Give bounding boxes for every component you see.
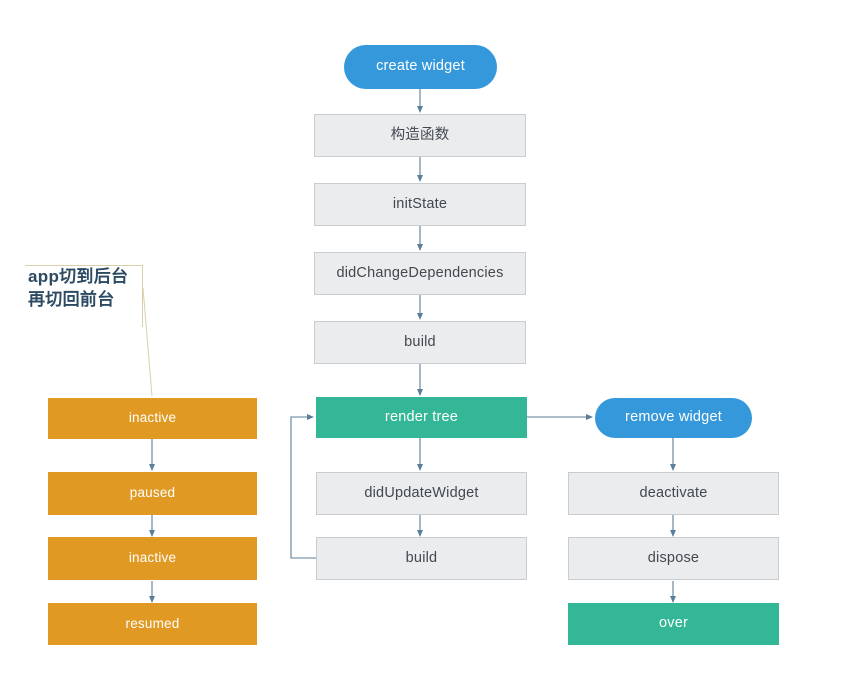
node-inactive-1[interactable]: inactive [48, 398, 257, 439]
node-render-tree-label: render tree [384, 408, 459, 425]
node-inactive-1-label: inactive [128, 410, 177, 426]
node-create-widget[interactable]: create widget [344, 45, 497, 89]
node-inactive-2[interactable]: inactive [48, 537, 257, 580]
node-create-widget-label: create widget [376, 58, 465, 75]
node-over-label: over [658, 615, 688, 632]
node-build-main[interactable]: build [314, 321, 526, 364]
node-build-loop[interactable]: build [316, 537, 527, 580]
node-dispose-label: dispose [647, 549, 700, 566]
node-build-loop-label: build [405, 549, 438, 566]
node-constructor[interactable]: 构造函数 [314, 114, 526, 157]
node-init-state-label: initState [392, 195, 448, 212]
node-deactivate[interactable]: deactivate [568, 472, 779, 515]
node-constructor-label: 构造函数 [390, 126, 450, 143]
node-over[interactable]: over [568, 603, 779, 645]
node-remove-widget-label: remove widget [625, 409, 722, 426]
node-paused[interactable]: paused [48, 472, 257, 515]
node-init-state[interactable]: initState [314, 183, 526, 226]
node-deactivate-label: deactivate [639, 484, 708, 501]
node-paused-label: paused [129, 485, 176, 501]
callout-box [25, 265, 143, 327]
node-dispose[interactable]: dispose [568, 537, 779, 580]
node-resumed-label: resumed [125, 615, 180, 631]
node-inactive-2-label: inactive [128, 550, 177, 566]
node-build-main-label: build [404, 333, 436, 350]
node-did-change-dependencies[interactable]: didChangeDependencies [314, 252, 526, 295]
arrow-buildloop-back-to-rendertree [290, 414, 316, 559]
callout-label: app切到后台 再切回前台 [28, 267, 129, 309]
node-did-update-widget-label: didUpdateWidget [364, 484, 479, 501]
node-render-tree[interactable]: render tree [316, 397, 527, 438]
node-did-update-widget[interactable]: didUpdateWidget [316, 472, 527, 515]
node-did-change-dependencies-label: didChangeDependencies [336, 264, 504, 281]
node-remove-widget[interactable]: remove widget [595, 398, 752, 438]
node-resumed[interactable]: resumed [48, 603, 257, 645]
